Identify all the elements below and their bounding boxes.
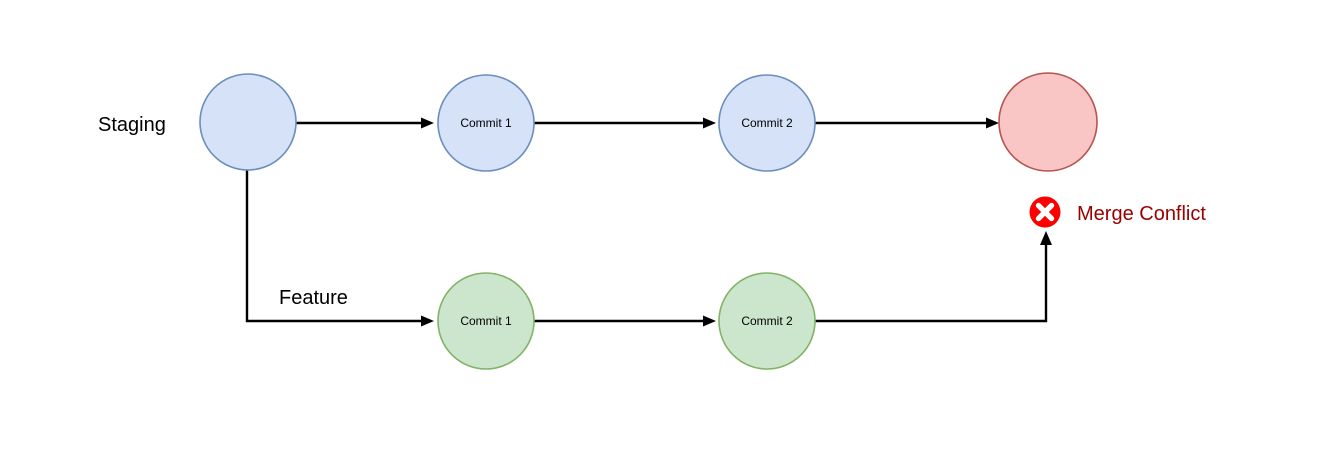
merge-conflict-group[interactable]: Merge Conflict [1029,196,1207,228]
branch-label-staging: Staging [98,114,166,136]
edge-staging-commit-1-to-commit-2 [534,117,716,129]
node-merge-target[interactable] [998,72,1098,172]
branch-labels-layer: Staging Feature [98,114,348,309]
error-x-icon [1029,196,1061,228]
edge-base-to-staging-commit-1 [296,117,434,129]
node-feature-commit-2-label: Commit 2 [741,314,793,328]
node-base[interactable] [199,73,297,171]
merge-conflict-label: Merge Conflict [1077,203,1206,225]
node-feature-commit-2[interactable]: Commit 2 [718,272,816,370]
node-staging-commit-2-label: Commit 2 [741,116,793,130]
edges-layer [245,117,1052,327]
edge-base-to-feature-commit-1 [245,170,434,327]
edge-staging-commit-2-to-merge-target [815,117,999,129]
node-staging-commit-1[interactable]: Commit 1 [437,74,535,172]
edge-feature-commit-2-to-merge-conflict [815,231,1052,323]
edge-feature-commit-1-to-commit-2 [534,315,716,327]
node-staging-commit-2[interactable]: Commit 2 [718,74,816,172]
node-feature-commit-1[interactable]: Commit 1 [437,272,535,370]
node-staging-commit-1-label: Commit 1 [460,116,512,130]
nodes-layer: Commit 1 Commit 2 Commit 1 Commit 2 [199,72,1098,370]
branch-label-feature: Feature [279,287,348,309]
node-feature-commit-1-label: Commit 1 [460,314,512,328]
